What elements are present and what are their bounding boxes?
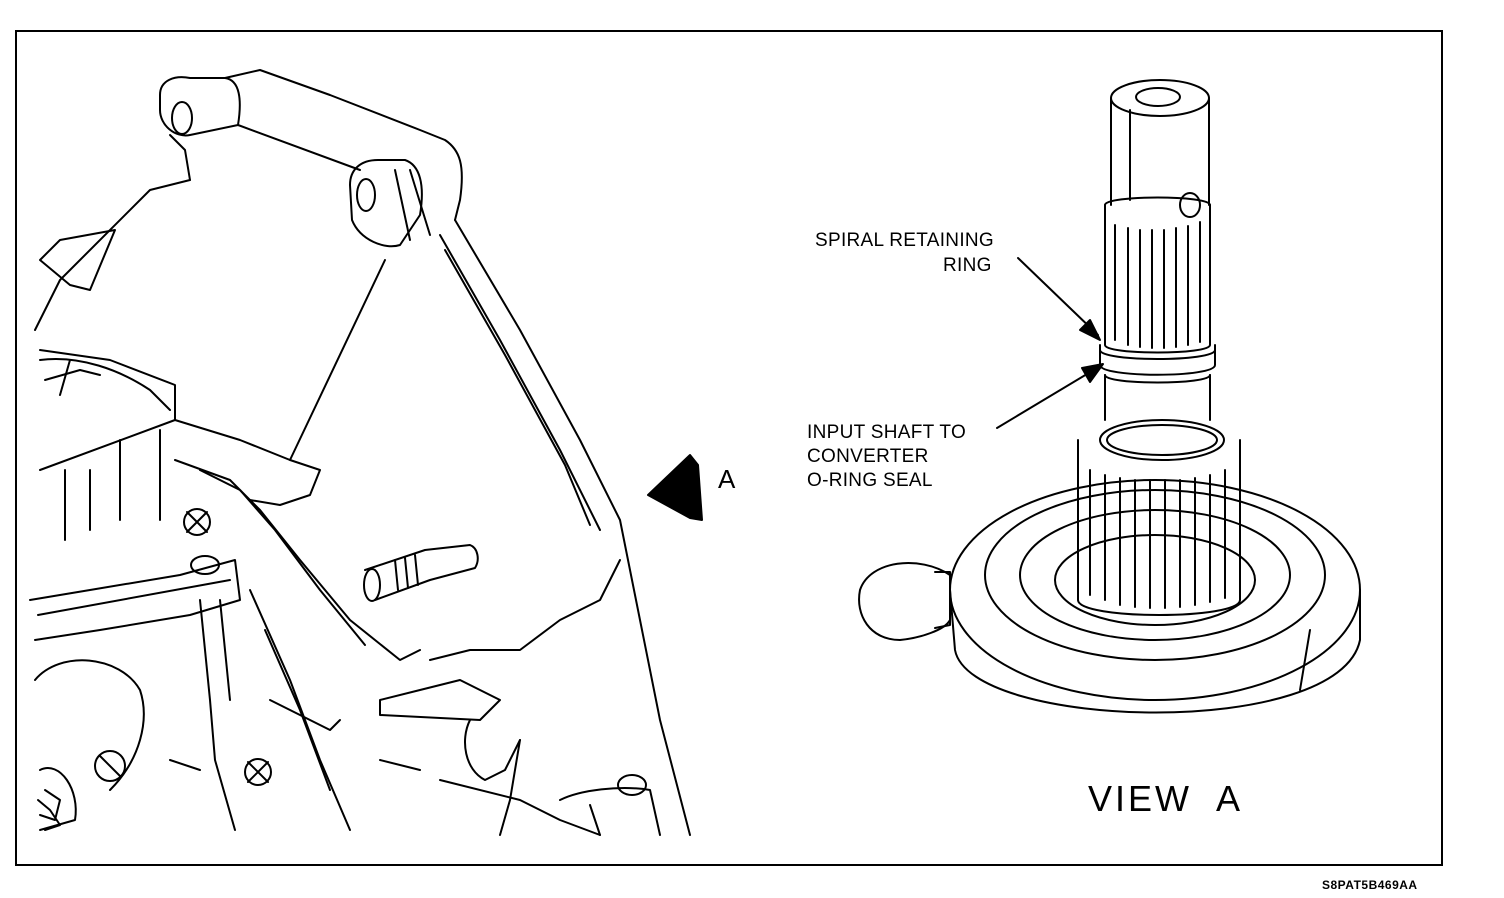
spiral-retaining-ring-label-line1: SPIRAL RETAINING — [815, 230, 995, 251]
figure-id: S8PAT5B469AA — [1322, 878, 1418, 892]
view-a-arrow-letter: A — [718, 464, 736, 494]
diagram-frame — [15, 30, 1443, 866]
transmission-case — [29, 69, 691, 836]
view-a-arrow — [647, 454, 703, 521]
o-ring-seal-label-line2: CONVERTER — [807, 446, 929, 467]
input-shaft — [858, 79, 1361, 714]
spiral-retaining-ring-label-line2: RING — [943, 255, 992, 276]
view-a-title: VIEW A — [1088, 778, 1244, 819]
leader-lines — [996, 257, 1104, 429]
o-ring-seal-label-line3: O-RING SEAL — [807, 470, 933, 491]
o-ring-seal-label-line1: INPUT SHAFT TO — [807, 422, 967, 443]
